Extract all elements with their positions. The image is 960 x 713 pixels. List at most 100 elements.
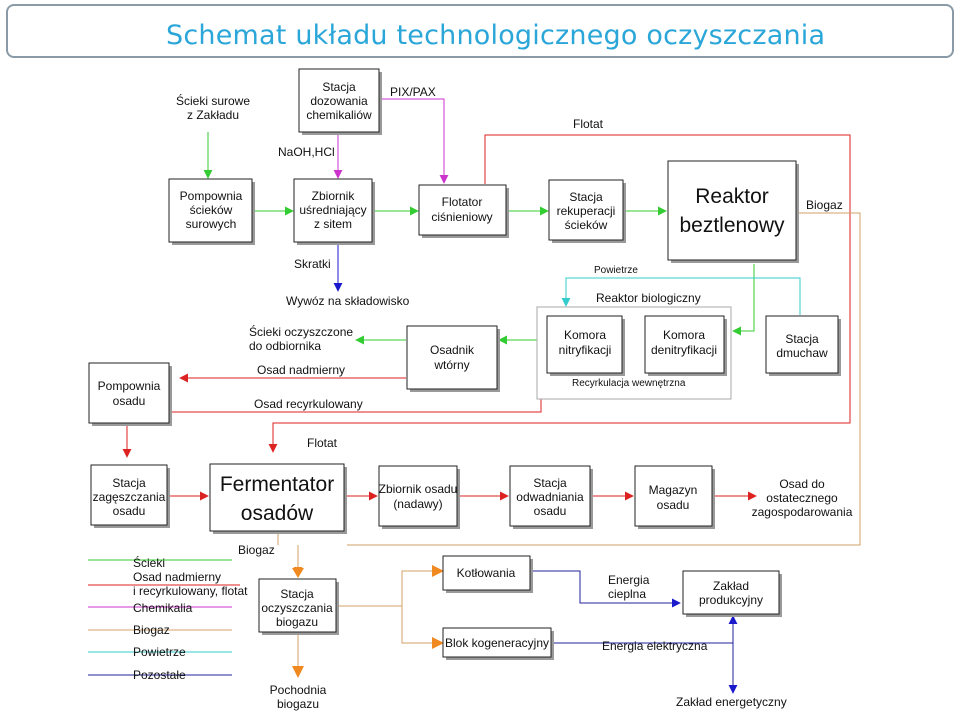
flow-powietrze [561, 277, 801, 315]
box-text: ciśnieniowy [431, 210, 492, 224]
box-text: Fermentator [220, 473, 334, 496]
page-title: Schemat układu technologicznego oczyszcz… [166, 20, 826, 51]
flow-stacja-blok [401, 606, 440, 644]
title-banner: Schemat układu technologicznego oczyszcz… [6, 4, 954, 58]
box-stacja-odwadniania: Stacja odwadniania osadu [509, 465, 593, 529]
box-text: Pompownia [98, 379, 161, 393]
label-flotat-top: Flotat [573, 117, 604, 131]
box-flotator: Flotator ciśnieniowy [418, 184, 509, 238]
box-text: uśredniający [299, 203, 366, 217]
box-text: osadów [241, 502, 314, 525]
label-biogaz-right: Biogaz [806, 198, 843, 212]
label-wywoz: Wywóz na składowisko [286, 294, 410, 308]
label-osad-nadmierny: Osad nadmierny [257, 363, 345, 377]
box-osadnik-wtorny: Osadnik wtórny [406, 325, 500, 392]
box-text: Stacja [569, 190, 603, 204]
box-stacja-dozowania: Stacja dozowania chemikaliów [298, 68, 382, 135]
legend-label: Chemikalia [133, 601, 193, 615]
box-text: Osadnik [430, 343, 475, 357]
box-text: dozowania [310, 94, 368, 108]
label-energia-cieplna: cieplna [608, 587, 646, 601]
box-reaktor-beztlenowy: Reaktor beztlenowy [667, 160, 799, 263]
label-recyrkulacja: Recyrkulacja wewnętrzna [572, 378, 686, 389]
box-stacja-dmuchaw: Stacja dmuchaw [765, 315, 841, 376]
box-text: Reaktor [695, 185, 769, 208]
box-text: Flotator [442, 195, 483, 209]
box-text: osadu [534, 504, 567, 518]
box-text: oczyszczania [261, 601, 333, 615]
box-text: zagęszczania [93, 490, 166, 504]
box-text: Magazyn [649, 483, 698, 497]
box-text: Stacja [785, 332, 819, 346]
label-scieki-surowe: z Zakładu [187, 108, 239, 122]
label-osad-recyrkulowany: Osad recyrkulowany [254, 397, 363, 411]
box-fermentator: Fermentator osadów [209, 463, 347, 534]
box-komora-nitryfikacji: Komora nitryfikacji [546, 315, 625, 376]
label-energia-cieplna: Energia [608, 573, 650, 587]
label-energia-elektryczna: Energia elektryczna [602, 639, 708, 653]
box-text: Stacja [322, 80, 356, 94]
box-text: nitryfikacji [559, 343, 612, 357]
box-text: ścieków [565, 218, 608, 232]
box-zbiornik-osadu: Zbiornik osadu (nadawy) [378, 465, 460, 529]
label-pochodnia: biogazu [277, 697, 319, 711]
flow-stacja-kotlownia [338, 570, 440, 607]
box-text: wtórny [433, 358, 469, 372]
flow-pix-pax [381, 98, 449, 184]
label-osad-do: ostatecznego [766, 491, 838, 505]
label-powietrze: Powietrze [594, 265, 638, 276]
box-text: Pompownia [180, 189, 243, 203]
box-text: osadu [113, 504, 146, 518]
box-text: odwadniania [516, 490, 584, 504]
label-scieki-surowe: Ścieki surowe [176, 93, 250, 108]
box-text: beztlenowy [679, 214, 785, 237]
box-text: Stacja [112, 476, 146, 490]
boxes: Stacja dozowania chemikaliów Pompownia ś… [88, 68, 841, 660]
box-text: z sitem [314, 217, 352, 231]
box-zaklad-produkcyjny: Zakład produkcyjny [682, 570, 782, 617]
box-text: Komora [564, 328, 606, 342]
label-zaklad-energetyczny: Zakład energetyczny [676, 695, 787, 709]
box-text: surowych [186, 217, 237, 231]
label-reaktor-biologiczny: Reaktor biologiczny [596, 291, 701, 305]
legend-label: Powietrze [133, 645, 186, 659]
box-kotlownia: Kotłowania [442, 555, 533, 593]
arrowhead-stacja-biogazu [292, 568, 304, 578]
box-text: Zbiornik [312, 189, 356, 203]
label-flotat-mid: Flotat [307, 436, 338, 450]
box-pompownia-sciekow: Pompownia ścieków surowych [168, 178, 255, 245]
box-text: produkcyjny [699, 593, 763, 607]
box-komora-denitryfikacji: Komora denitryfikacji [644, 315, 727, 376]
box-text: Stacja [280, 587, 314, 601]
legend: Ścieki Osad nadmierny i recyrkulowany, f… [88, 555, 248, 682]
flow-flotat-top [268, 134, 851, 453]
legend-label: Biogaz [133, 623, 170, 637]
label-skratki: Skratki [294, 257, 331, 271]
flow-reaktor-to-bio [732, 264, 755, 336]
arrowhead-pochodnia [292, 666, 304, 678]
box-text: ścieków [190, 203, 233, 217]
box-text: osadu [113, 394, 146, 408]
box-pompownia-osadu: Pompownia osadu [88, 362, 172, 426]
box-magazyn-osadu: Magazyn osadu [634, 465, 715, 529]
legend-label: Ścieki [133, 555, 165, 570]
box-text: Zbiornik osadu [379, 482, 458, 496]
legend-label: Pozostałe [133, 668, 186, 682]
label-naoh-hcl: NaOH,HCl [278, 145, 335, 159]
label-pix-pax: PIX/PAX [390, 85, 436, 99]
box-blok-kogeneracyjny: Blok kogeneracyjny [442, 627, 554, 660]
box-text: (nadawy) [393, 497, 442, 511]
box-stacja-rekuperacji: Stacja rekuperacji ścieków [548, 179, 626, 243]
labels: Ścieki surowe z Zakładu PIX/PAX Flotat N… [176, 85, 853, 711]
label-scieki-oczyszczone: Ścieki oczyszczone [249, 324, 353, 339]
box-text: Komora [663, 328, 705, 342]
box-text: dmuchaw [776, 346, 828, 360]
label-scieki-oczyszczone: do odbiornika [249, 339, 321, 353]
legend-label: Osad nadmierny [133, 570, 221, 584]
box-stacja-zageszczania: Stacja zagęszczania osadu [90, 464, 170, 528]
box-text: chemikaliów [306, 108, 372, 122]
box-zbiornik-usredniajacy: Zbiornik uśredniający z sitem [293, 178, 375, 245]
box-text: Kotłowania [457, 566, 516, 580]
box-stacja-oczyszczania-biogazu: Stacja oczyszczania biogazu [258, 578, 339, 635]
